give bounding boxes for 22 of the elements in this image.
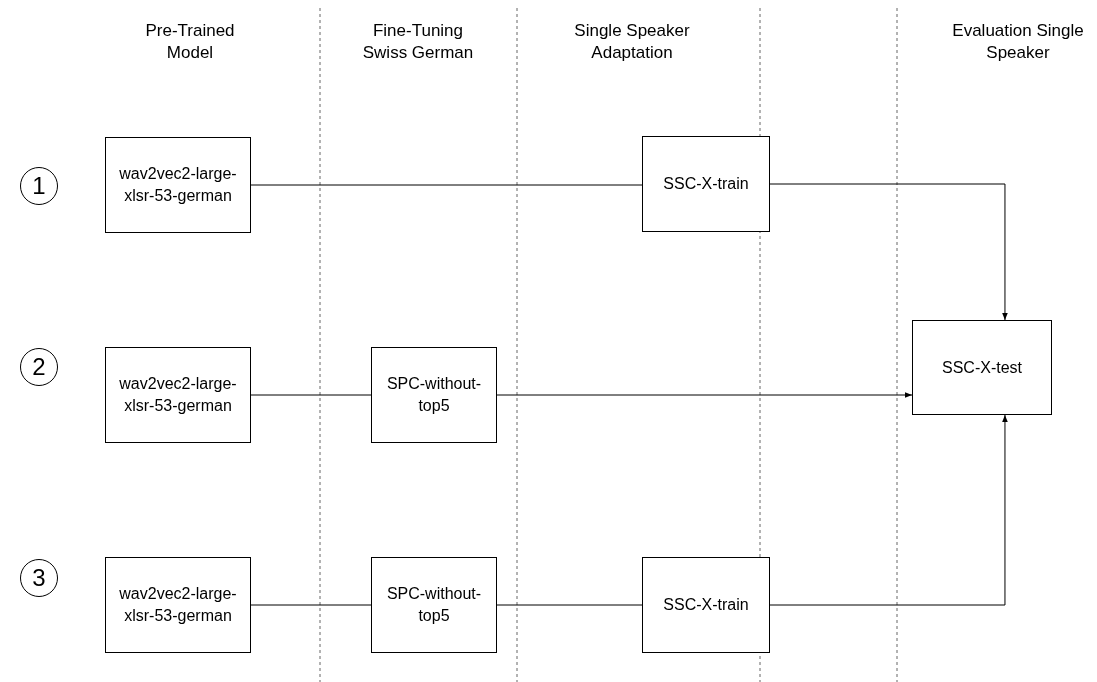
step-number-circle: 1	[20, 167, 58, 205]
process-box: wav2vec2-large-xlsr-53-german	[105, 347, 251, 443]
connector-line	[250, 604, 372, 606]
column-header: Evaluation Single Speaker	[951, 20, 1085, 65]
column-header: Single Speaker Adaptation	[573, 20, 691, 65]
process-box: wav2vec2-large-xlsr-53-german	[105, 137, 251, 233]
arrow	[769, 183, 1008, 321]
step-number-circle: 2	[20, 348, 58, 386]
process-box: SSC-X-train	[642, 557, 770, 653]
step-number-circle: 3	[20, 559, 58, 597]
process-box: SSC-X-test	[912, 320, 1052, 415]
column-header: Pre-Trained Model	[144, 20, 236, 65]
process-box: SSC-X-train	[642, 136, 770, 232]
process-box: wav2vec2-large-xlsr-53-german	[105, 557, 251, 653]
column-header: Fine-Tuning Swiss German	[361, 20, 475, 65]
process-box: SPC-without-top5	[371, 347, 497, 443]
arrow	[769, 414, 1008, 606]
connector-line	[250, 184, 643, 186]
process-box: SPC-without-top5	[371, 557, 497, 653]
connector-line	[496, 604, 643, 606]
connector-line	[250, 394, 372, 396]
arrow	[496, 392, 913, 398]
